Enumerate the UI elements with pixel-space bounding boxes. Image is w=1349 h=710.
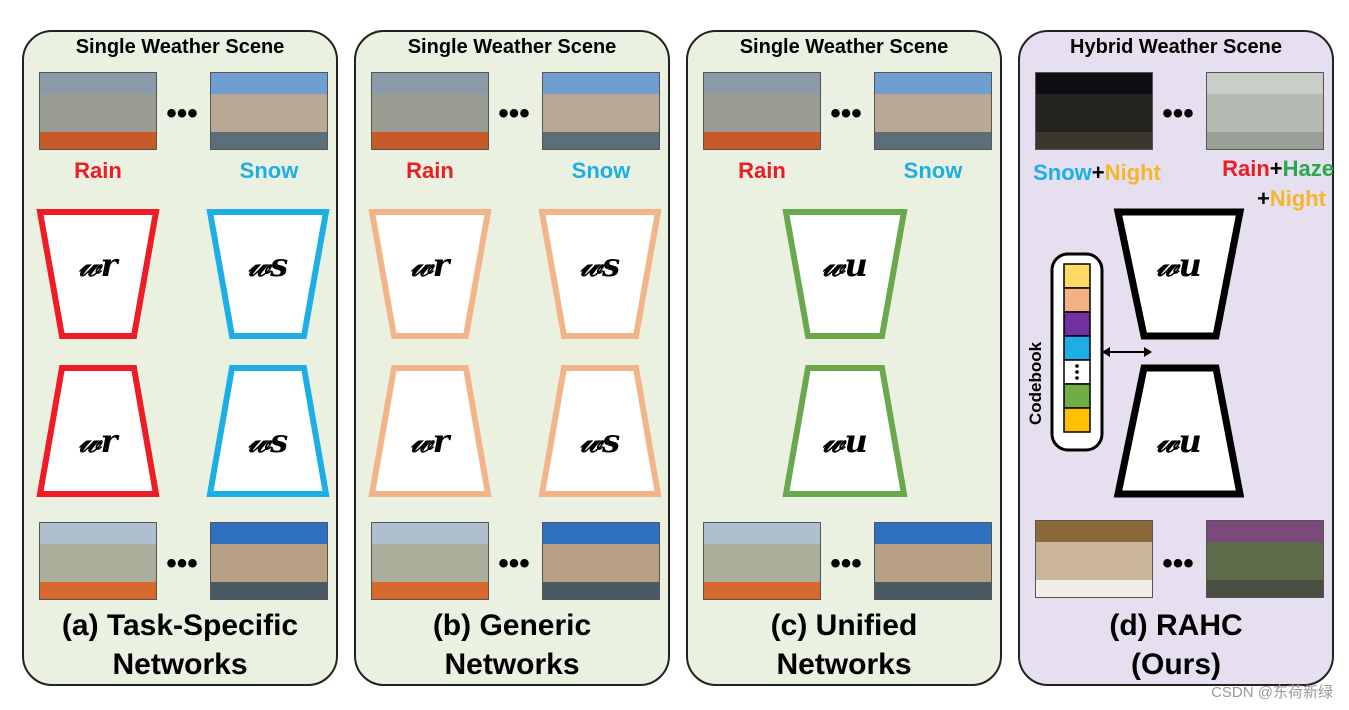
decoder-unified bbox=[782, 365, 908, 497]
weight-label: 𝓌r bbox=[78, 246, 118, 284]
label-snow: Snow bbox=[903, 158, 963, 183]
codebook-ellipsis-dot bbox=[1075, 376, 1079, 380]
input-image-snow bbox=[874, 72, 992, 150]
weight-label: 𝓌u bbox=[822, 422, 868, 460]
network-diagram bbox=[1050, 208, 1245, 498]
network-diagram bbox=[368, 209, 662, 497]
panel-c-title: Single Weather Scene bbox=[739, 36, 949, 58]
codebook-label: Codebook bbox=[1026, 341, 1045, 425]
output-image-snow bbox=[542, 522, 660, 600]
caption-line2: Networks bbox=[444, 648, 580, 681]
panel-c: Single Weather Scene ••• Rain Snow 𝓌u 𝓌u… bbox=[686, 30, 1002, 686]
codebook-cell bbox=[1063, 383, 1091, 409]
weight-label: 𝓌u bbox=[822, 246, 868, 284]
codebook-ellipsis-dot bbox=[1075, 364, 1079, 368]
watermark: CSDN @东荷新绿 bbox=[1211, 684, 1333, 701]
output-image-rain bbox=[39, 522, 157, 600]
weight-label: 𝓌u bbox=[1156, 246, 1202, 284]
caption-line1: (b) Generic bbox=[432, 609, 592, 642]
ellipsis: ••• bbox=[498, 97, 530, 130]
codebook-cell bbox=[1063, 287, 1091, 313]
encoder-rain bbox=[368, 209, 492, 339]
panel-b: Single Weather Scene ••• Rain Snow 𝓌r 𝓌s… bbox=[354, 30, 670, 686]
ellipsis: ••• bbox=[830, 97, 862, 130]
decoder-snow bbox=[538, 365, 662, 497]
network-diagram bbox=[782, 209, 908, 497]
weight-label: 𝓌r bbox=[410, 422, 450, 460]
output-image-snow bbox=[874, 522, 992, 600]
weight-label: 𝓌s bbox=[579, 422, 621, 460]
label-plus: + bbox=[1091, 160, 1105, 185]
output-image-snow bbox=[210, 522, 328, 600]
panel-b-title: Single Weather Scene bbox=[407, 36, 617, 58]
label-snow-night: Snow+Night bbox=[1022, 160, 1172, 186]
codebook-ellipsis-dot bbox=[1075, 370, 1079, 374]
output-image-rain bbox=[703, 522, 821, 600]
label-plus: + bbox=[1269, 156, 1283, 181]
arrow-head-right bbox=[1144, 347, 1152, 357]
label-plus-night: +Night bbox=[1194, 186, 1326, 212]
ellipsis: ••• bbox=[498, 547, 530, 580]
label-rain: Rain bbox=[74, 158, 122, 183]
label-rain: Rain bbox=[1222, 156, 1270, 181]
label-night: Night bbox=[1104, 160, 1161, 185]
caption-line1: (d) RAHC bbox=[1109, 609, 1243, 642]
decoder-snow bbox=[206, 365, 330, 497]
output-image-rain bbox=[371, 522, 489, 600]
codebook-cells bbox=[1063, 263, 1091, 433]
caption-line1: (c) Unified bbox=[770, 609, 918, 642]
label-rain-haze: Rain+Haze bbox=[1194, 156, 1334, 182]
weight-label: 𝓌s bbox=[247, 422, 289, 460]
label-night: Night bbox=[1269, 186, 1326, 211]
weight-label: 𝓌s bbox=[579, 246, 621, 284]
codebook-cell bbox=[1063, 263, 1091, 289]
label-snow: Snow bbox=[1033, 160, 1092, 185]
codebook-cell bbox=[1063, 335, 1091, 361]
label-haze: Haze bbox=[1282, 156, 1334, 181]
encoder-snow bbox=[206, 209, 330, 339]
decoder-rain bbox=[36, 365, 160, 497]
panel-a-title: Single Weather Scene bbox=[75, 36, 285, 58]
caption-line2: Networks bbox=[112, 648, 248, 681]
panel-a: Single Weather Scene ••• Rain Snow 𝓌r 𝓌s… bbox=[22, 30, 338, 686]
label-plus: + bbox=[1256, 186, 1270, 211]
ellipsis: ••• bbox=[830, 547, 862, 580]
weight-label: 𝓌r bbox=[410, 246, 450, 284]
ellipsis: ••• bbox=[1162, 97, 1194, 130]
decoder-rain bbox=[368, 365, 492, 497]
label-rain: Rain bbox=[738, 158, 786, 183]
ellipsis: ••• bbox=[1162, 547, 1194, 580]
panel-d: Hybrid Weather Scene ••• Snow+Night Rain… bbox=[1018, 30, 1334, 686]
label-rain: Rain bbox=[406, 158, 454, 183]
input-image-snow bbox=[210, 72, 328, 150]
caption-line1: (a) Task-Specific bbox=[61, 609, 299, 642]
codebook-cell bbox=[1063, 407, 1091, 433]
arrow-head-left bbox=[1102, 347, 1110, 357]
encoder-rain bbox=[36, 209, 160, 339]
encoder-unified bbox=[782, 209, 908, 339]
encoder-unified bbox=[1113, 208, 1245, 340]
label-snow: Snow bbox=[571, 158, 631, 183]
ellipsis: ••• bbox=[166, 97, 198, 130]
input-image-rain-haze-night bbox=[1206, 72, 1324, 150]
input-image-snow-night bbox=[1035, 72, 1153, 150]
output-image-snow-night bbox=[1035, 520, 1153, 598]
label-snow: Snow bbox=[239, 158, 299, 183]
encoder-snow bbox=[538, 209, 662, 339]
caption-line2: Networks bbox=[776, 648, 912, 681]
caption-line2: (Ours) bbox=[1131, 648, 1221, 681]
decoder-unified bbox=[1113, 364, 1245, 498]
output-image-rain-haze-night bbox=[1206, 520, 1324, 598]
network-diagram bbox=[36, 209, 330, 497]
input-image-rain bbox=[371, 72, 489, 150]
codebook-cell bbox=[1063, 311, 1091, 337]
input-image-rain bbox=[703, 72, 821, 150]
ellipsis: ••• bbox=[166, 547, 198, 580]
weight-label: 𝓌r bbox=[78, 422, 118, 460]
weight-label: 𝓌u bbox=[1156, 422, 1202, 460]
input-image-snow bbox=[542, 72, 660, 150]
weight-label: 𝓌s bbox=[247, 246, 289, 284]
panel-d-title: Hybrid Weather Scene bbox=[1070, 36, 1282, 58]
input-image-rain bbox=[39, 72, 157, 150]
